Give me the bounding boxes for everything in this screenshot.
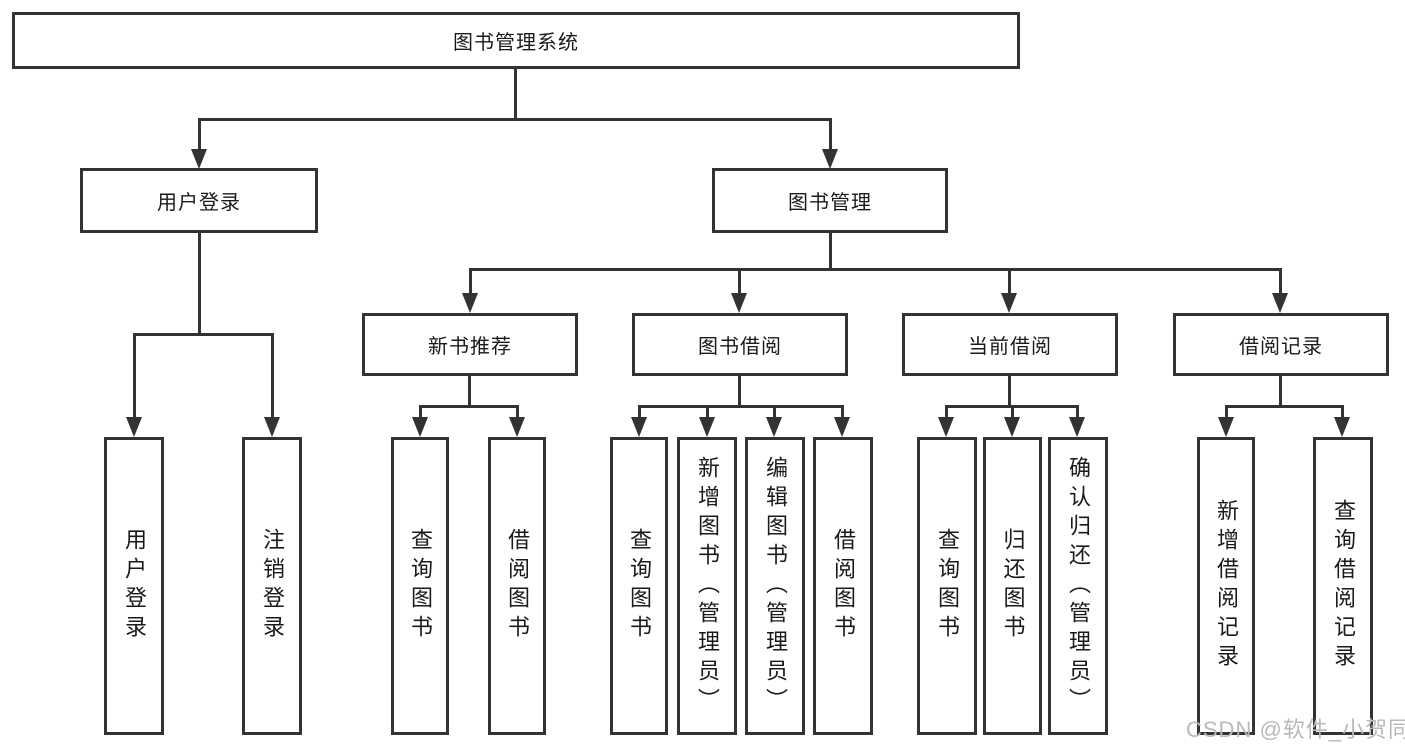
connector-line [469, 268, 472, 293]
connector-line [419, 405, 422, 417]
node-book-management-label: 图书管理 [788, 192, 872, 214]
connector-line [945, 405, 948, 417]
node-query-books-current: 查询图书 [917, 437, 977, 735]
node-query-books-recommend: 查询图书 [391, 437, 449, 735]
connector-line [1011, 405, 1014, 417]
node-root: 图书管理系统 [12, 12, 1020, 69]
node-current-borrowing-label: 当前借阅 [968, 336, 1052, 358]
node-query-books-recommend-label: 查询图书 [408, 528, 433, 644]
node-confirm-return-admin: 确认归还（管理员） [1048, 437, 1108, 735]
connector-line [198, 118, 201, 150]
arrow-down-icon [1001, 293, 1017, 313]
connector-line [706, 405, 709, 417]
node-edit-books-admin-label: 编辑图书（管理员） [763, 455, 788, 717]
arrow-down-icon [191, 149, 207, 169]
node-query-books-current-label: 查询图书 [935, 528, 960, 644]
node-return-books: 归还图书 [983, 437, 1042, 735]
node-add-books-admin: 新增图书（管理员） [677, 437, 737, 735]
csdn-watermark: CSDN @软件_小贺同学 [1186, 717, 1405, 742]
node-user-login-leaf: 用户登录 [104, 437, 164, 735]
connector-line [1279, 376, 1282, 407]
connector-line [738, 376, 741, 407]
connector-line [469, 268, 1282, 271]
connector-line [198, 233, 201, 335]
node-add-books-admin-label: 新增图书（管理员） [695, 455, 720, 717]
connector-line [133, 333, 136, 417]
arrow-down-icon [126, 417, 142, 437]
arrow-down-icon [462, 293, 478, 313]
node-query-borrow-record: 查询借阅记录 [1313, 437, 1373, 735]
arrow-down-icon [1069, 417, 1085, 437]
node-new-book-recommendation-label: 新书推荐 [428, 336, 512, 358]
node-root-label: 图书管理系统 [453, 32, 579, 54]
connector-line [841, 405, 844, 417]
connector-line [133, 333, 274, 336]
arrow-down-icon [631, 417, 647, 437]
node-current-borrowing: 当前借阅 [902, 313, 1118, 376]
connector-line [468, 376, 471, 407]
connector-line [1341, 405, 1344, 417]
arrow-down-icon [699, 417, 715, 437]
node-logout-leaf-label: 注销登录 [260, 528, 285, 644]
arrow-down-icon [731, 293, 747, 313]
node-borrow-books-borrowing: 借阅图书 [813, 437, 873, 735]
connector-line [829, 233, 832, 271]
node-book-borrowing-label: 图书借阅 [698, 336, 782, 358]
node-borrow-books-recommend: 借阅图书 [488, 437, 546, 735]
connector-line [271, 333, 274, 417]
node-new-book-recommendation: 新书推荐 [362, 313, 578, 376]
connector-line [1279, 268, 1282, 293]
node-return-books-label: 归还图书 [1000, 528, 1026, 644]
connector-line [419, 405, 519, 408]
connector-line [516, 405, 519, 417]
arrow-down-icon [509, 417, 525, 437]
arrow-down-icon [834, 417, 850, 437]
arrow-down-icon [264, 417, 280, 437]
connector-line [738, 268, 741, 293]
arrow-down-icon [1218, 417, 1234, 437]
connector-line [198, 118, 832, 121]
arrow-down-icon [1004, 417, 1020, 437]
node-borrowing-records-label: 借阅记录 [1239, 336, 1323, 358]
node-borrowing-records: 借阅记录 [1173, 313, 1389, 376]
arrow-down-icon [1272, 293, 1288, 313]
connector-line [638, 405, 641, 417]
node-add-borrow-record-label: 新增借阅记录 [1214, 499, 1239, 673]
connector-line [773, 405, 776, 417]
node-borrow-books-recommend-label: 借阅图书 [505, 528, 530, 644]
node-borrow-books-borrowing-label: 借阅图书 [831, 528, 856, 644]
node-logout-leaf: 注销登录 [242, 437, 302, 735]
connector-line [829, 118, 832, 150]
node-user-login-leaf-label: 用户登录 [122, 528, 147, 644]
node-book-borrowing: 图书借阅 [632, 313, 848, 376]
connector-line [1008, 376, 1011, 407]
connector-line [514, 68, 517, 121]
connector-line [1225, 405, 1228, 417]
node-user-login-label: 用户登录 [157, 192, 241, 214]
node-add-borrow-record: 新增借阅记录 [1197, 437, 1255, 735]
arrow-down-icon [822, 149, 838, 169]
connector-line [1225, 405, 1343, 408]
node-query-books-borrowing-label: 查询图书 [627, 528, 652, 644]
node-confirm-return-admin-label: 确认归还（管理员） [1066, 455, 1091, 717]
node-query-borrow-record-label: 查询借阅记录 [1331, 499, 1356, 673]
arrow-down-icon [1334, 417, 1350, 437]
node-query-books-borrowing: 查询图书 [610, 437, 668, 735]
node-edit-books-admin: 编辑图书（管理员） [745, 437, 805, 735]
connector-line [1076, 405, 1079, 417]
connector-line [638, 405, 844, 408]
arrow-down-icon [766, 417, 782, 437]
node-user-login: 用户登录 [80, 168, 318, 233]
connector-line [1008, 268, 1011, 293]
node-book-management: 图书管理 [712, 168, 948, 233]
arrow-down-icon [412, 417, 428, 437]
arrow-down-icon [938, 417, 954, 437]
